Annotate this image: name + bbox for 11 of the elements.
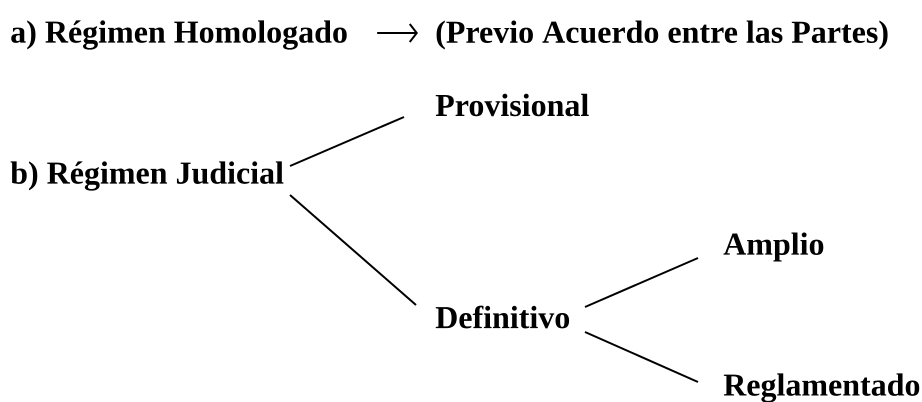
connector-line <box>584 257 698 308</box>
text-label: Definitivo <box>436 306 570 328</box>
text-label: b) Régimen Judicial <box>10 161 284 191</box>
text-label: Provisional <box>436 94 589 116</box>
text-label: (Previo Acuerdo entre las Partes) <box>436 20 888 50</box>
connector-line <box>290 116 404 167</box>
arrow <box>377 23 418 43</box>
connector-line <box>289 194 417 306</box>
connector-line <box>584 331 698 383</box>
text-label: a) Régimen Homologado <box>11 20 347 50</box>
text-label: Amplio <box>724 232 824 262</box>
